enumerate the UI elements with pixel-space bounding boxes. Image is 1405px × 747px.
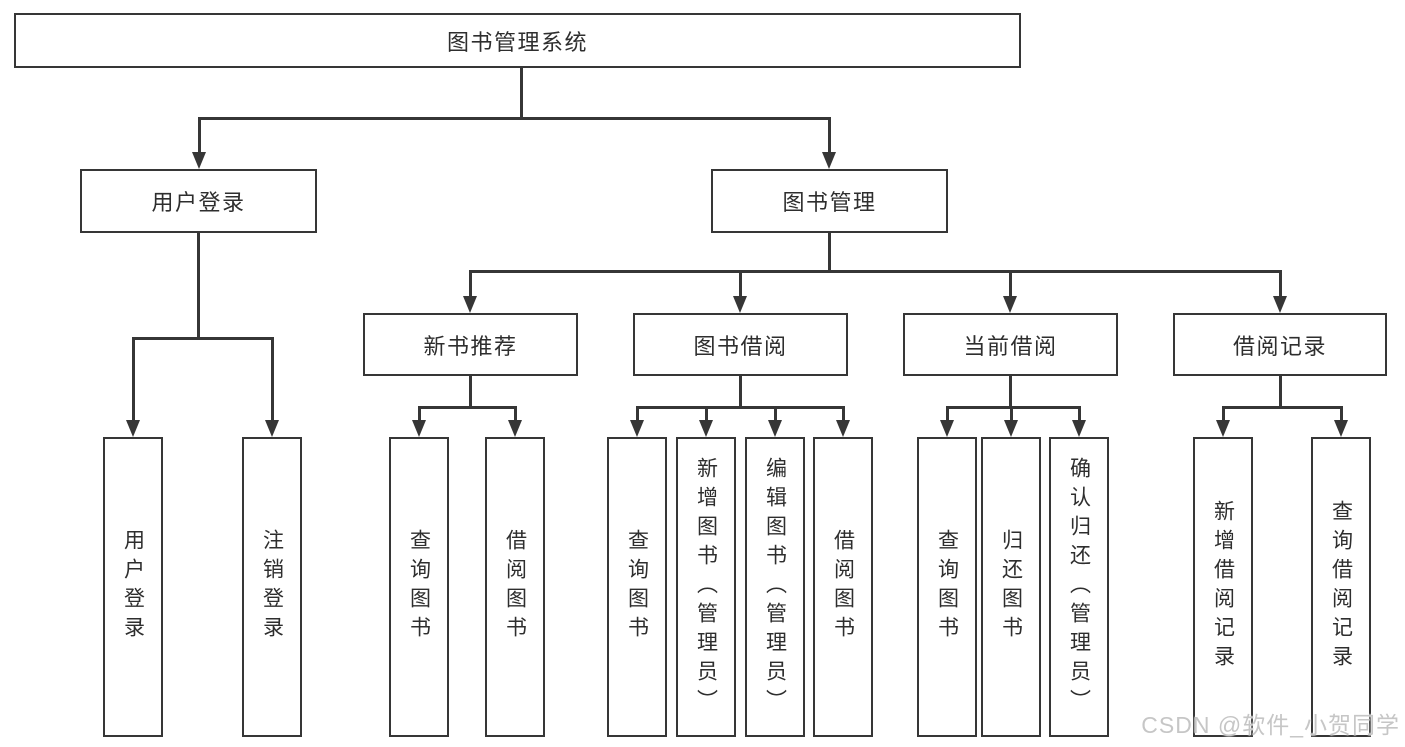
connector-vline (469, 376, 472, 408)
arrowhead-icon (733, 296, 747, 313)
connector-vline (739, 376, 742, 408)
connector-vline (1009, 270, 1012, 298)
arrowhead-icon (1216, 420, 1230, 437)
arrowhead-icon (822, 152, 836, 169)
node-book-borrow: 图书借阅 (633, 313, 848, 376)
connector-vline (197, 233, 200, 339)
connector-vline (1222, 406, 1225, 422)
connector-vline (1009, 376, 1012, 408)
connector-hline (636, 406, 845, 409)
connector-vline (469, 270, 472, 298)
arrowhead-icon (1273, 296, 1287, 313)
connector-vline (1010, 406, 1013, 422)
leaf-query-books-borrow: 查询图书 (607, 437, 667, 737)
connector-vline (739, 270, 742, 298)
leaf-borrow-books: 借阅图书 (813, 437, 873, 737)
connector-hline (418, 406, 517, 409)
leaf-edit-books-admin: 编辑图书（管理员） (745, 437, 805, 737)
node-borrow-records: 借阅记录 (1173, 313, 1387, 376)
leaf-return-books: 归还图书 (981, 437, 1041, 737)
arrowhead-icon (1004, 420, 1018, 437)
connector-hline (1222, 406, 1343, 409)
arrowhead-icon (768, 420, 782, 437)
arrowhead-icon (508, 420, 522, 437)
connector-vline (1279, 376, 1282, 408)
leaf-add-books-admin: 新增图书（管理员） (676, 437, 736, 737)
connector-vline (132, 337, 135, 423)
connector-vline (774, 406, 777, 422)
connector-vline (271, 337, 274, 423)
node-user-login: 用户登录 (80, 169, 317, 233)
connector-vline (418, 406, 421, 422)
node-root-system: 图书管理系统 (14, 13, 1021, 68)
leaf-user-login: 用户登录 (103, 437, 163, 737)
arrowhead-icon (630, 420, 644, 437)
connector-vline (705, 406, 708, 422)
csdn-watermark: CSDN @软件_小贺同学 (1141, 712, 1400, 738)
arrowhead-icon (836, 420, 850, 437)
connector-vline (520, 68, 523, 119)
arrowhead-icon (463, 296, 477, 313)
connector-hline (132, 337, 274, 340)
connector-vline (1279, 270, 1282, 298)
leaf-borrow-books-recommend: 借阅图书 (485, 437, 545, 737)
connector-vline (828, 233, 831, 272)
connector-vline (636, 406, 639, 422)
arrowhead-icon (1003, 296, 1017, 313)
connector-vline (828, 117, 831, 155)
connector-hline (469, 270, 1281, 273)
arrowhead-icon (699, 420, 713, 437)
connector-hline (198, 117, 831, 120)
connector-vline (514, 406, 517, 422)
leaf-add-borrow-record: 新增借阅记录 (1193, 437, 1253, 737)
arrowhead-icon (1334, 420, 1348, 437)
node-book-management: 图书管理 (711, 169, 948, 233)
connector-hline (946, 406, 1081, 409)
arrowhead-icon (265, 420, 279, 437)
node-current-borrow: 当前借阅 (903, 313, 1118, 376)
leaf-logout: 注销登录 (242, 437, 302, 737)
leaf-query-borrow-record: 查询借阅记录 (1311, 437, 1371, 737)
arrowhead-icon (940, 420, 954, 437)
leaf-query-books-current: 查询图书 (917, 437, 977, 737)
connector-vline (1340, 406, 1343, 422)
connector-vline (198, 117, 201, 155)
node-new-book-recommend: 新书推荐 (363, 313, 578, 376)
arrowhead-icon (126, 420, 140, 437)
leaf-confirm-return-admin: 确认归还（管理员） (1049, 437, 1109, 737)
connector-vline (1078, 406, 1081, 422)
arrowhead-icon (1072, 420, 1086, 437)
leaf-query-books-recommend: 查询图书 (389, 437, 449, 737)
arrowhead-icon (412, 420, 426, 437)
connector-vline (842, 406, 845, 422)
arrowhead-icon (192, 152, 206, 169)
connector-vline (946, 406, 949, 422)
